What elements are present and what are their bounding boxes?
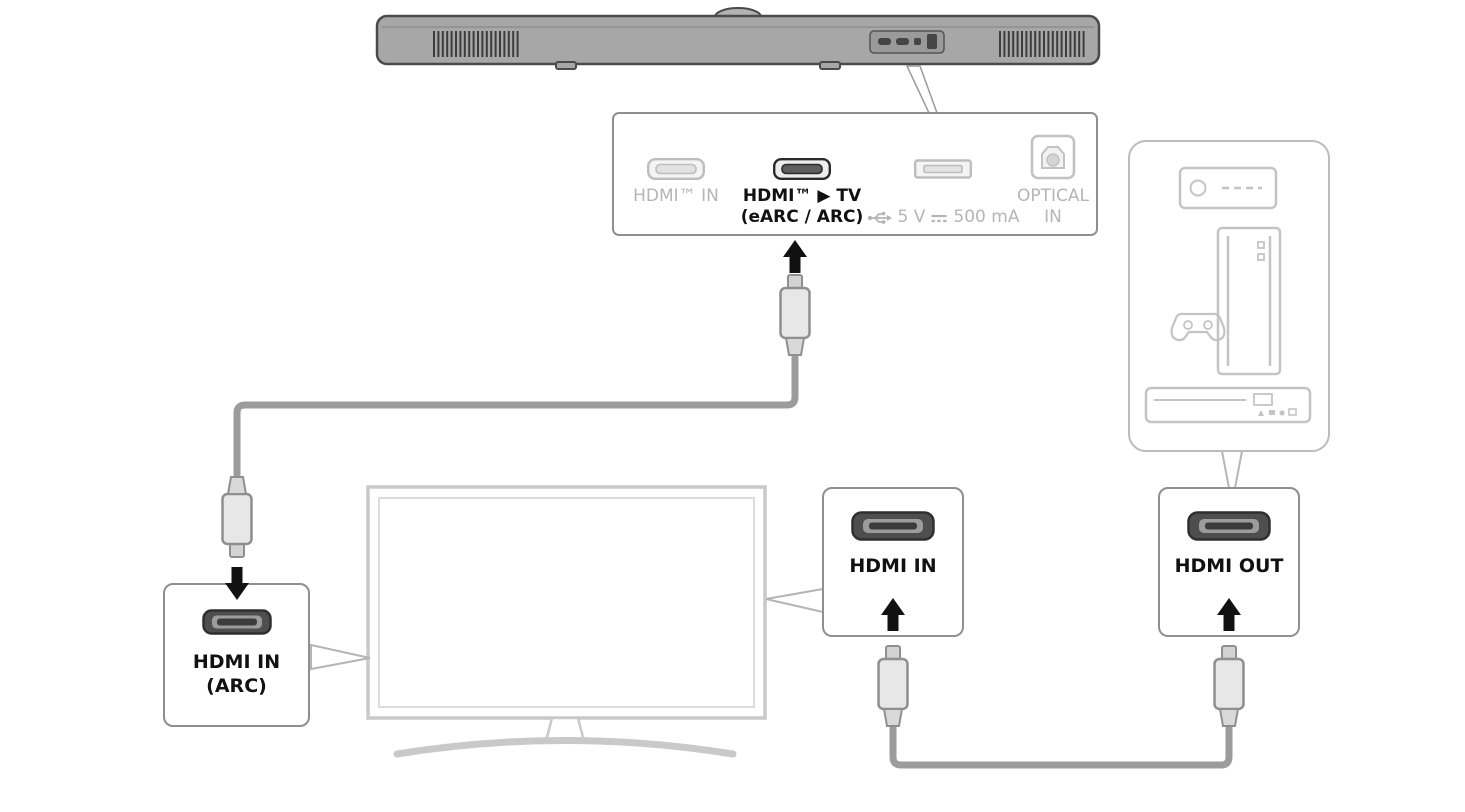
optical-port-sublabel: IN — [1044, 207, 1062, 227]
external-devices-icons — [1144, 166, 1312, 424]
usb-power-label: 5 V 500 mA — [867, 207, 1020, 228]
tv-hdmi-in-panel: HDMI IN — [822, 487, 964, 637]
usb-port-icon — [914, 159, 972, 179]
hdmi-port-icon — [201, 609, 272, 635]
dc-symbol-icon — [931, 214, 947, 222]
tv-hdmi-arc-panel: HDMI IN (ARC) — [163, 583, 310, 727]
game-console-icon — [1170, 226, 1282, 376]
arc-panel-sublabel: (ARC) — [206, 674, 267, 697]
hdmi-port-icon — [851, 511, 935, 541]
usb-power-prefix: 5 V — [897, 207, 926, 227]
arc-panel-label: HDMI IN — [192, 651, 281, 673]
tv — [366, 485, 767, 758]
set-top-box-icon — [1178, 166, 1278, 210]
callout-wedge-hdmi-in — [765, 587, 824, 614]
port-group-usb: 5 V 500 mA — [867, 126, 1020, 228]
speaker-vent-left — [433, 31, 519, 57]
hdmi-in-port-label: HDMI™ IN — [633, 186, 719, 206]
optical-port-icon — [1030, 134, 1076, 180]
speaker-vent-right — [999, 31, 1085, 57]
port-group-hdmi-tv: HDMI™ ▶ TV (eARC / ARC) — [736, 126, 868, 228]
hdmi-in-panel-label: HDMI IN — [849, 555, 937, 577]
hdmi-cable-bottom — [889, 718, 1233, 769]
usb-power-suffix: 500 mA — [953, 207, 1020, 227]
tv-stand-base — [393, 737, 737, 758]
hdmi-port-icon — [1187, 511, 1271, 541]
callout-wedge-soundbar — [905, 65, 939, 114]
gamepad-icon — [1170, 312, 1226, 342]
device-hdmi-out-panel: HDMI OUT — [1158, 487, 1300, 637]
port-group-optical: OPTICAL IN — [1012, 126, 1094, 228]
hdmi-out-panel-label: HDMI OUT — [1174, 555, 1284, 577]
callout-wedge-arc — [310, 643, 371, 671]
hdmi-tv-port-sublabel: (eARC / ARC) — [740, 207, 864, 227]
hdmi-cable-top — [233, 348, 799, 482]
optical-port-label: OPTICAL — [1016, 186, 1089, 206]
rear-ports-recess — [869, 30, 945, 54]
port-group-hdmi-in: HDMI™ IN — [624, 126, 728, 207]
hdmi-in-port-icon — [647, 158, 705, 180]
hdmi-tv-port-icon — [773, 158, 831, 180]
usb-icon — [867, 211, 892, 224]
callout-wedge-devices — [1220, 450, 1244, 489]
soundbar-ports-callout-panel: HDMI™ IN HDMI™ ▶ TV (eARC / ARC) — [612, 112, 1098, 236]
external-devices-panel — [1128, 140, 1330, 452]
soundbar — [375, 7, 1101, 70]
hdmi-tv-port-label: HDMI™ ▶ TV — [742, 186, 862, 206]
blu-ray-player-icon — [1144, 386, 1312, 424]
